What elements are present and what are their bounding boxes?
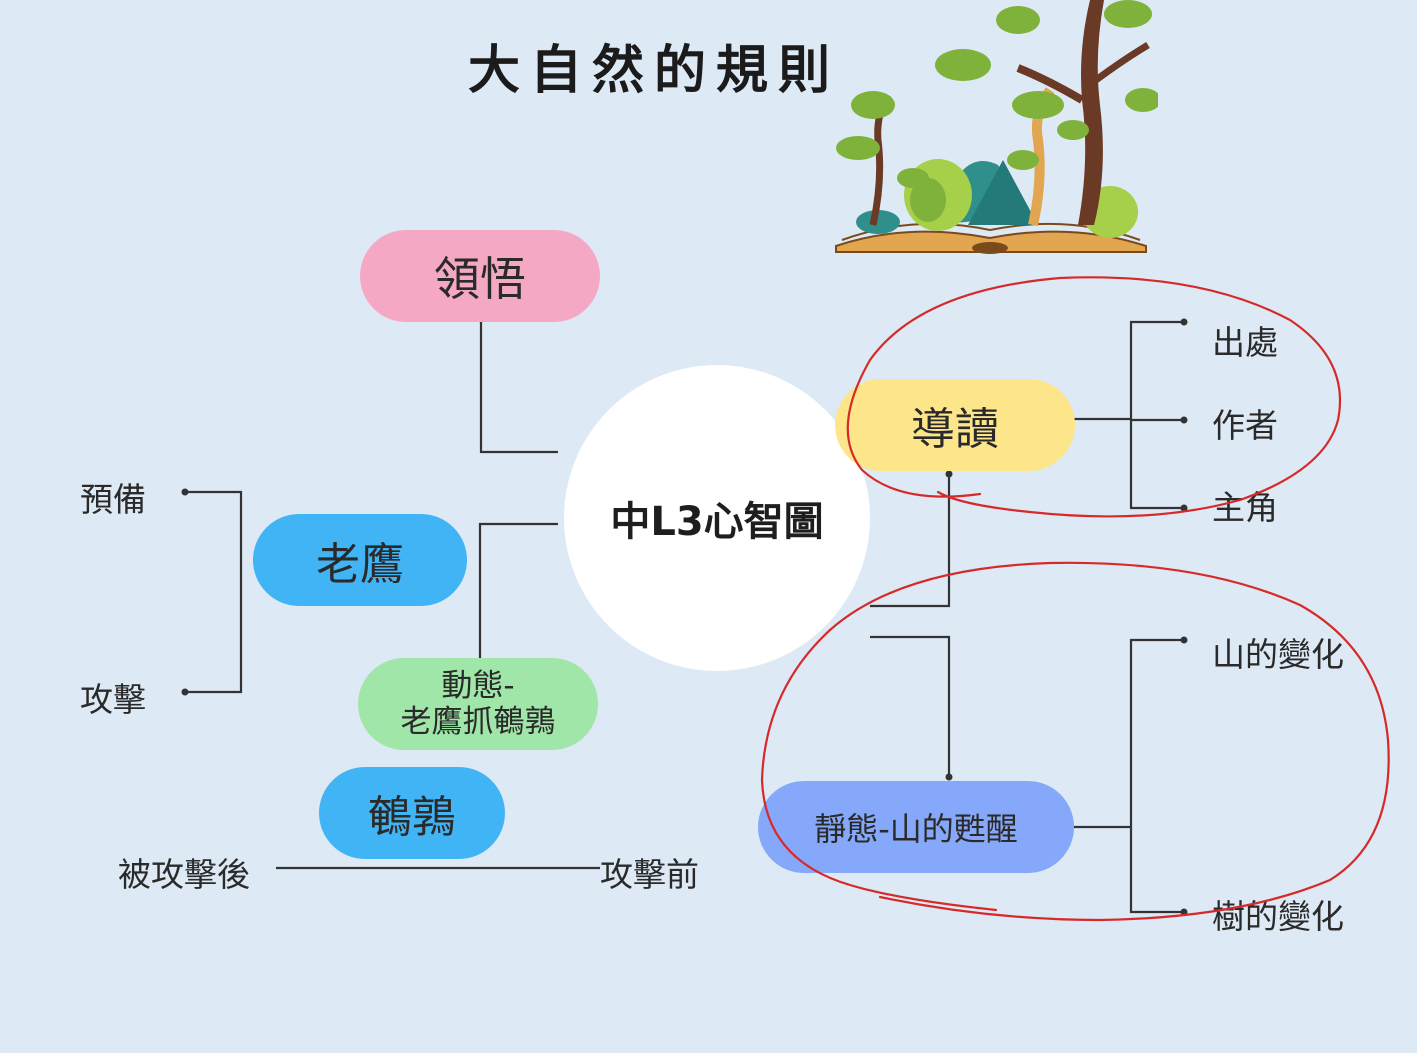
leaf-after-attack: 被攻擊後 (118, 855, 250, 894)
node-guide-label: 導讀 (911, 404, 999, 455)
node-dynamic: 動態- 老鷹抓鵪鶉 (358, 658, 598, 750)
node-dynamic-label-line2: 老鷹抓鵪鶉 (400, 704, 556, 740)
node-eagle-label: 老鷹 (316, 539, 404, 590)
leaf-before-attack: 攻擊前 (600, 855, 699, 894)
node-quail-label: 鵪鶉 (368, 792, 456, 843)
center-node: 中L3心智圖 (564, 365, 870, 671)
leaf-attack: 攻擊 (80, 680, 146, 719)
node-static-label: 靜態-山的甦醒 (814, 810, 1018, 848)
leaf-protagonist: 主角 (1212, 488, 1278, 527)
node-guide: 導讀 (835, 379, 1075, 471)
leaf-mountain-change: 山的變化 (1212, 635, 1344, 674)
leaf-source: 出處 (1212, 323, 1278, 362)
node-dynamic-label-line1: 動態- (441, 668, 515, 704)
node-realization-label: 領悟 (434, 252, 526, 306)
node-static: 靜態-山的甦醒 (758, 781, 1074, 873)
leaf-tree-change: 樹的變化 (1212, 897, 1344, 936)
node-realization: 領悟 (360, 230, 600, 322)
node-eagle: 老鷹 (253, 514, 467, 606)
tree-book-illustration (835, 0, 1158, 254)
node-quail: 鵪鶉 (319, 767, 505, 859)
page-title: 大自然的規則 (468, 40, 841, 101)
leaf-author: 作者 (1212, 406, 1278, 445)
leaf-prepare: 預備 (80, 480, 146, 519)
